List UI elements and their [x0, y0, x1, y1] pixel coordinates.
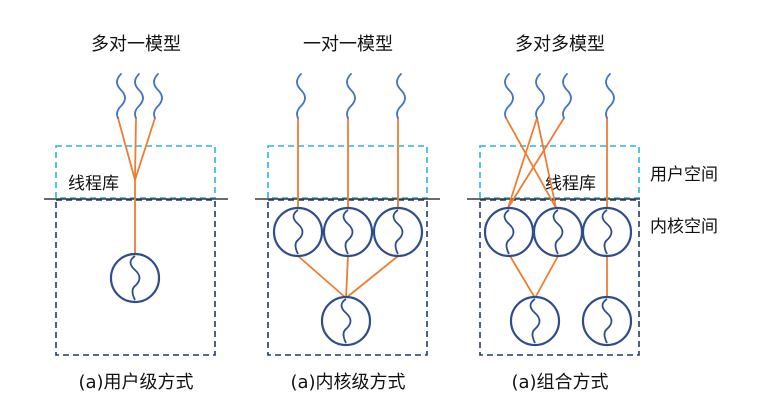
kernel-thread-icon [483, 206, 535, 258]
user-space-box [479, 145, 640, 199]
panel-many-to-many: 多对多模型 线程库 [467, 34, 640, 393]
kernel-thread-icon [320, 295, 372, 347]
kernel-thread-icon [581, 206, 633, 258]
link [345, 255, 349, 299]
panel-title: 多对一模型 [91, 34, 181, 55]
link [345, 255, 399, 299]
panel-many-to-one: 多对一模型 线程库 (a)用户级方式 [44, 34, 228, 393]
panel-title: 一对一模型 [303, 34, 393, 55]
thread-library-label: 线程库 [68, 174, 119, 194]
panel-one-to-one: 一对一模型 (a)内核级方式 [255, 34, 440, 393]
user-thread-icon [605, 73, 615, 119]
link [117, 117, 136, 181]
link [534, 255, 559, 299]
user-thread-icon [153, 73, 163, 119]
user-thread-icon [346, 73, 356, 119]
kernel-space-box [267, 199, 428, 356]
link [507, 117, 538, 209]
thread-library-label: 线程库 [545, 174, 596, 194]
user-thread-icon [296, 73, 306, 119]
user-thread-icon [134, 73, 144, 119]
link [297, 255, 347, 299]
kernel-thread-icon [372, 206, 424, 258]
link [134, 117, 156, 181]
link [507, 117, 565, 209]
user-thread-icon [562, 73, 572, 119]
panel-caption: (a)用户级方式 [78, 372, 193, 393]
user-thread-icon [396, 73, 406, 119]
panel-caption: (a)内核级方式 [290, 372, 405, 393]
kernel-space-box [479, 199, 640, 356]
kernel-thread-icon [581, 295, 633, 347]
link [134, 117, 137, 181]
panel-caption: (a)组合方式 [511, 372, 608, 393]
kernel-space-label: 内核空间 [650, 217, 718, 237]
kernel-thread-icon [509, 295, 561, 347]
user-thread-icon [504, 73, 514, 119]
kernel-thread-icon [532, 206, 584, 258]
user-space-label: 用户空间 [650, 165, 718, 185]
link [509, 255, 536, 299]
panel-title: 多对多模型 [515, 34, 605, 55]
user-thread-icon [535, 73, 545, 119]
kernel-thread-icon [109, 252, 161, 304]
kernel-thread-icon [272, 206, 324, 258]
kernel-space-box [55, 199, 216, 356]
kernel-thread-icon [322, 206, 374, 258]
link [505, 117, 557, 209]
user-thread-icon [116, 73, 126, 119]
link [536, 117, 557, 209]
